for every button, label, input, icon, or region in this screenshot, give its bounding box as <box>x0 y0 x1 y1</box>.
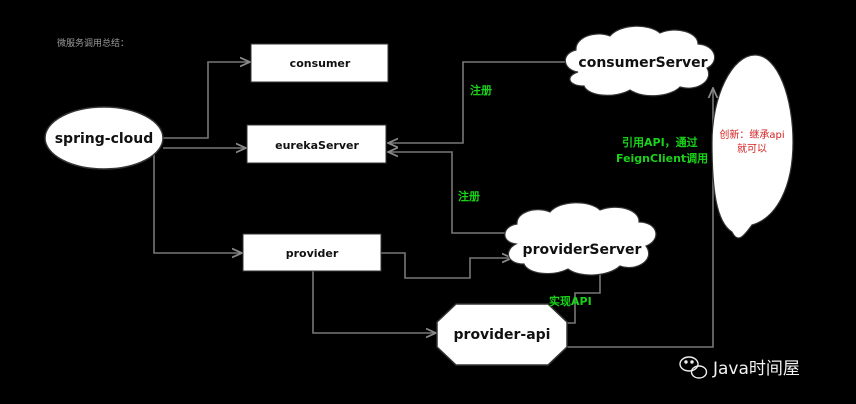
edge-provider-providerserver <box>381 252 512 279</box>
page-caption: 微服务调用总结： <box>57 37 129 49</box>
node-eureka-server-label: eurekaServer <box>275 139 359 152</box>
node-provider-server-label: providerServer <box>523 242 642 258</box>
label-implement-api: 实现API <box>549 294 592 308</box>
watermark-text: Java时间屋 <box>712 359 800 379</box>
node-spring-cloud-label: spring-cloud <box>55 131 154 147</box>
edge-providerserver-eureka <box>388 152 510 234</box>
edge-consumerserver-eureka <box>388 61 575 143</box>
node-eureka-server: eurekaServer <box>246 124 387 164</box>
node-provider-api-label: provider-api <box>454 327 551 343</box>
edges <box>153 61 713 348</box>
label-register-provider: 注册 <box>458 189 480 203</box>
callout-bubble: 创新：继承api 就可以 <box>711 54 794 239</box>
edge-providerapi-providerserver <box>567 264 600 324</box>
node-consumer: consumer <box>250 43 389 83</box>
node-provider-label: provider <box>286 247 339 260</box>
wechat-icon <box>679 356 708 379</box>
node-provider-server: providerServer <box>504 202 657 276</box>
label-call-api-line-2: FeignClient调用 <box>616 151 708 165</box>
node-provider-api: provider-api <box>436 303 568 366</box>
node-consumer-label: consumer <box>290 57 351 70</box>
watermark: Java时间屋 <box>679 356 800 379</box>
node-consumer-server-label: consumerServer <box>578 55 707 71</box>
label-register-consumer: 注册 <box>470 83 492 97</box>
edge-provider-providerapi <box>312 270 436 333</box>
callout-line-1: 创新：继承api <box>719 128 784 141</box>
edge-springcloud-consumer <box>163 62 250 139</box>
node-consumer-server: consumerServer <box>564 25 716 97</box>
edge-springcloud-provider <box>153 155 242 253</box>
callout-line-2: 就可以 <box>737 142 767 155</box>
node-provider: provider <box>242 233 382 272</box>
label-call-api-line-1: 引用API，通过 <box>622 135 698 149</box>
node-spring-cloud: spring-cloud <box>44 106 164 170</box>
